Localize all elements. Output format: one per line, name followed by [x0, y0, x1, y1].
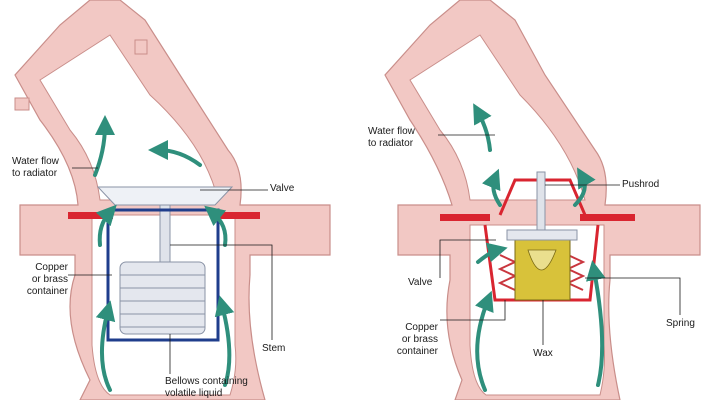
flow-arrow [95, 300, 116, 392]
left-container-label: Copper or brass container [12, 262, 68, 298]
left-gasket [215, 212, 260, 219]
left-gasket [68, 212, 113, 219]
flow-arrow [95, 204, 117, 247]
right-water-flow-label: Water flow to radiator [368, 126, 415, 150]
label-line: to radiator [368, 138, 414, 149]
flow-arrow [476, 242, 508, 264]
left-flange-bolt [14, 97, 30, 111]
left-stem-label: Stem [262, 343, 285, 355]
label-line: Copper [405, 322, 438, 333]
right-gasket [580, 214, 635, 221]
label-line: Water flow [12, 156, 59, 167]
label-line: to radiator [12, 168, 58, 179]
right-thermostat [384, 0, 701, 400]
label-line: Valve [408, 277, 433, 288]
left-flange-bolt [134, 39, 148, 55]
flow-arrow [481, 168, 502, 207]
right-leader-lines [438, 134, 681, 345]
left-bellows [119, 261, 206, 335]
left-leader-lines [68, 167, 273, 374]
label-line: Bellows containing [165, 376, 248, 387]
left-water-flow-label: Water flow to radiator [12, 156, 59, 180]
label-line: Stem [262, 343, 286, 354]
left-thermostat [14, 0, 331, 400]
left-stem [159, 204, 171, 266]
label-line: Water flow [368, 126, 415, 137]
left-flow-arrows [93, 115, 235, 392]
right-flow-arrows [473, 103, 606, 392]
flow-arrow [573, 167, 596, 207]
label-line: Pushrod [622, 179, 660, 190]
flow-arrow [148, 140, 202, 167]
left-valve-label: Valve [270, 183, 294, 195]
label-line: Spring [666, 318, 695, 329]
label-line: volatile liquid [165, 388, 223, 399]
right-spring-label: Spring [666, 318, 695, 330]
right-wax-capsule [506, 229, 578, 301]
left-valve-plate [96, 186, 234, 206]
flow-arrow [473, 103, 492, 152]
left-bellows-label: Bellows containing volatile liquid [165, 376, 248, 400]
label-line: container [396, 346, 438, 357]
label-line: container [26, 286, 68, 297]
right-valve-label: Valve [408, 277, 432, 289]
flow-arrow [214, 295, 235, 387]
right-gasket [440, 214, 490, 221]
label-line: or brass [401, 334, 438, 345]
right-pushrod-label: Pushrod [622, 179, 659, 191]
flow-arrow [93, 115, 115, 177]
flow-arrow [475, 290, 494, 392]
right-container-label: Copper or brass container [382, 322, 438, 358]
label-line: Copper [35, 262, 68, 273]
label-line: or brass [31, 274, 68, 285]
label-line: Wax [533, 348, 553, 359]
flow-arrow [586, 260, 606, 387]
right-wax-label: Wax [528, 348, 558, 360]
flow-arrow [204, 205, 228, 247]
label-line: Valve [270, 183, 295, 194]
